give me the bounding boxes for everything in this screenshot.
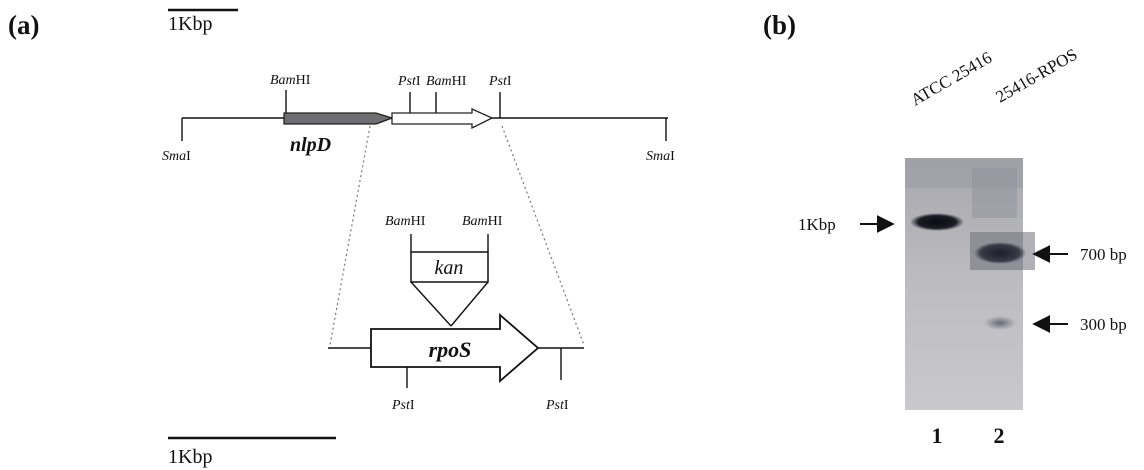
insertion-line-right	[450, 281, 489, 327]
lane-number-1: 1	[932, 423, 943, 448]
scale-bar-bottom-label: 1Kbp	[168, 446, 212, 468]
expansion-lines	[329, 125, 585, 346]
rpos-gene-arrow-top	[391, 107, 494, 130]
band-lane2-700bp	[974, 242, 1026, 264]
site-label-smai-left: SmaI	[162, 149, 191, 164]
kan-label: kan	[435, 257, 464, 279]
rpos-gene-arrow-bottom	[370, 313, 540, 383]
top-restriction-map: SmaI BamHI PstI BamHI PstI SmaI nlpD	[162, 73, 675, 164]
scale-bar-top-label: 1Kbp	[168, 13, 212, 35]
band-lane2-300bp	[984, 316, 1016, 330]
site-label-psti-1: PstI	[397, 74, 421, 89]
site-label-bamhi-2: BamHI	[426, 74, 467, 89]
marker-1kbp: 1Kbp	[798, 215, 895, 234]
lane-header-2: 25416-RPOS	[993, 45, 1081, 107]
gene-label-rpos: rpoS	[429, 337, 472, 362]
kan-cassette: BamHI BamHI kan	[385, 214, 503, 327]
panel-b-label: (b)	[763, 10, 796, 40]
site-label-bamhi-top: BamHI	[270, 73, 311, 88]
lane-number-2: 2	[994, 423, 1005, 448]
scale-bar-top: 1Kbp	[168, 8, 238, 35]
kan-box	[410, 251, 489, 283]
cassette-site-label-right: BamHI	[462, 214, 503, 229]
band-lane1-1kbp	[910, 213, 964, 231]
scale-bar-bottom: 1Kbp	[168, 436, 336, 468]
bottom-restriction-map: rpoS PstI PstI	[328, 313, 584, 413]
lane-header-1: ATCC 25416	[908, 48, 996, 110]
pst-label-left: PstI	[391, 398, 415, 413]
marker-1kbp-label: 1Kbp	[798, 215, 836, 234]
panel-a-label: (a)	[8, 10, 39, 40]
marker-300bp-label: 300 bp	[1080, 315, 1127, 334]
cassette-site-label-left: BamHI	[385, 214, 426, 229]
nlpd-gene-arrow	[283, 112, 395, 125]
marker-700bp: 700 bp	[1032, 245, 1127, 264]
gene-label-nlpd: nlpD	[290, 134, 331, 156]
site-label-psti-2: PstI	[488, 74, 512, 89]
gel-background	[905, 158, 1023, 410]
pst-label-right: PstI	[545, 398, 569, 413]
gel-image	[905, 158, 1035, 410]
site-label-smai-right: SmaI	[646, 149, 675, 164]
insertion-line-left	[410, 281, 452, 327]
marker-300bp: 300 bp	[1032, 315, 1127, 334]
marker-700bp-label: 700 bp	[1080, 245, 1127, 264]
